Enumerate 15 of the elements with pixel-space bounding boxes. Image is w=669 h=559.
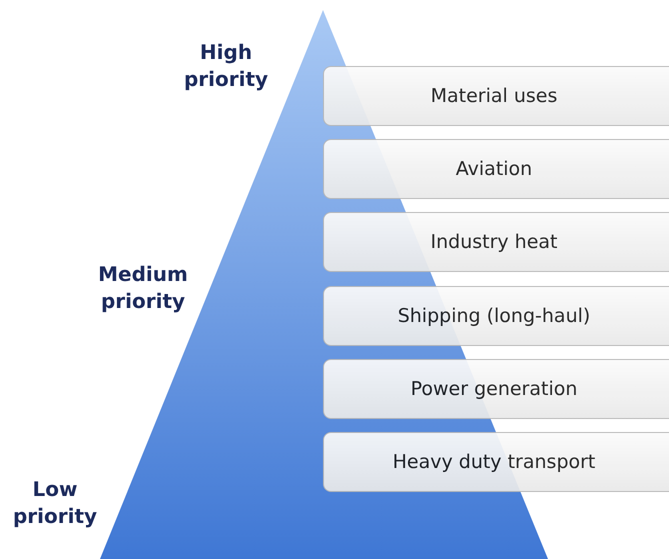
category-label: Power generation [410, 378, 578, 400]
category-bar [323, 359, 669, 419]
priority-label: Low priority [12, 476, 98, 530]
category-label: Material uses [430, 85, 558, 107]
priority-label: Medium priority [97, 261, 189, 315]
category-bar [323, 286, 669, 346]
category-bar [323, 432, 669, 492]
category-label: Industry heat [430, 231, 558, 253]
priority-label: High priority [182, 39, 270, 93]
category-bar [323, 212, 669, 272]
category-label: Shipping (long-haul) [398, 305, 590, 327]
category-bar [323, 66, 669, 126]
category-label: Aviation [456, 158, 532, 180]
category-label: Heavy duty transport [392, 451, 596, 473]
category-bar [323, 139, 669, 199]
